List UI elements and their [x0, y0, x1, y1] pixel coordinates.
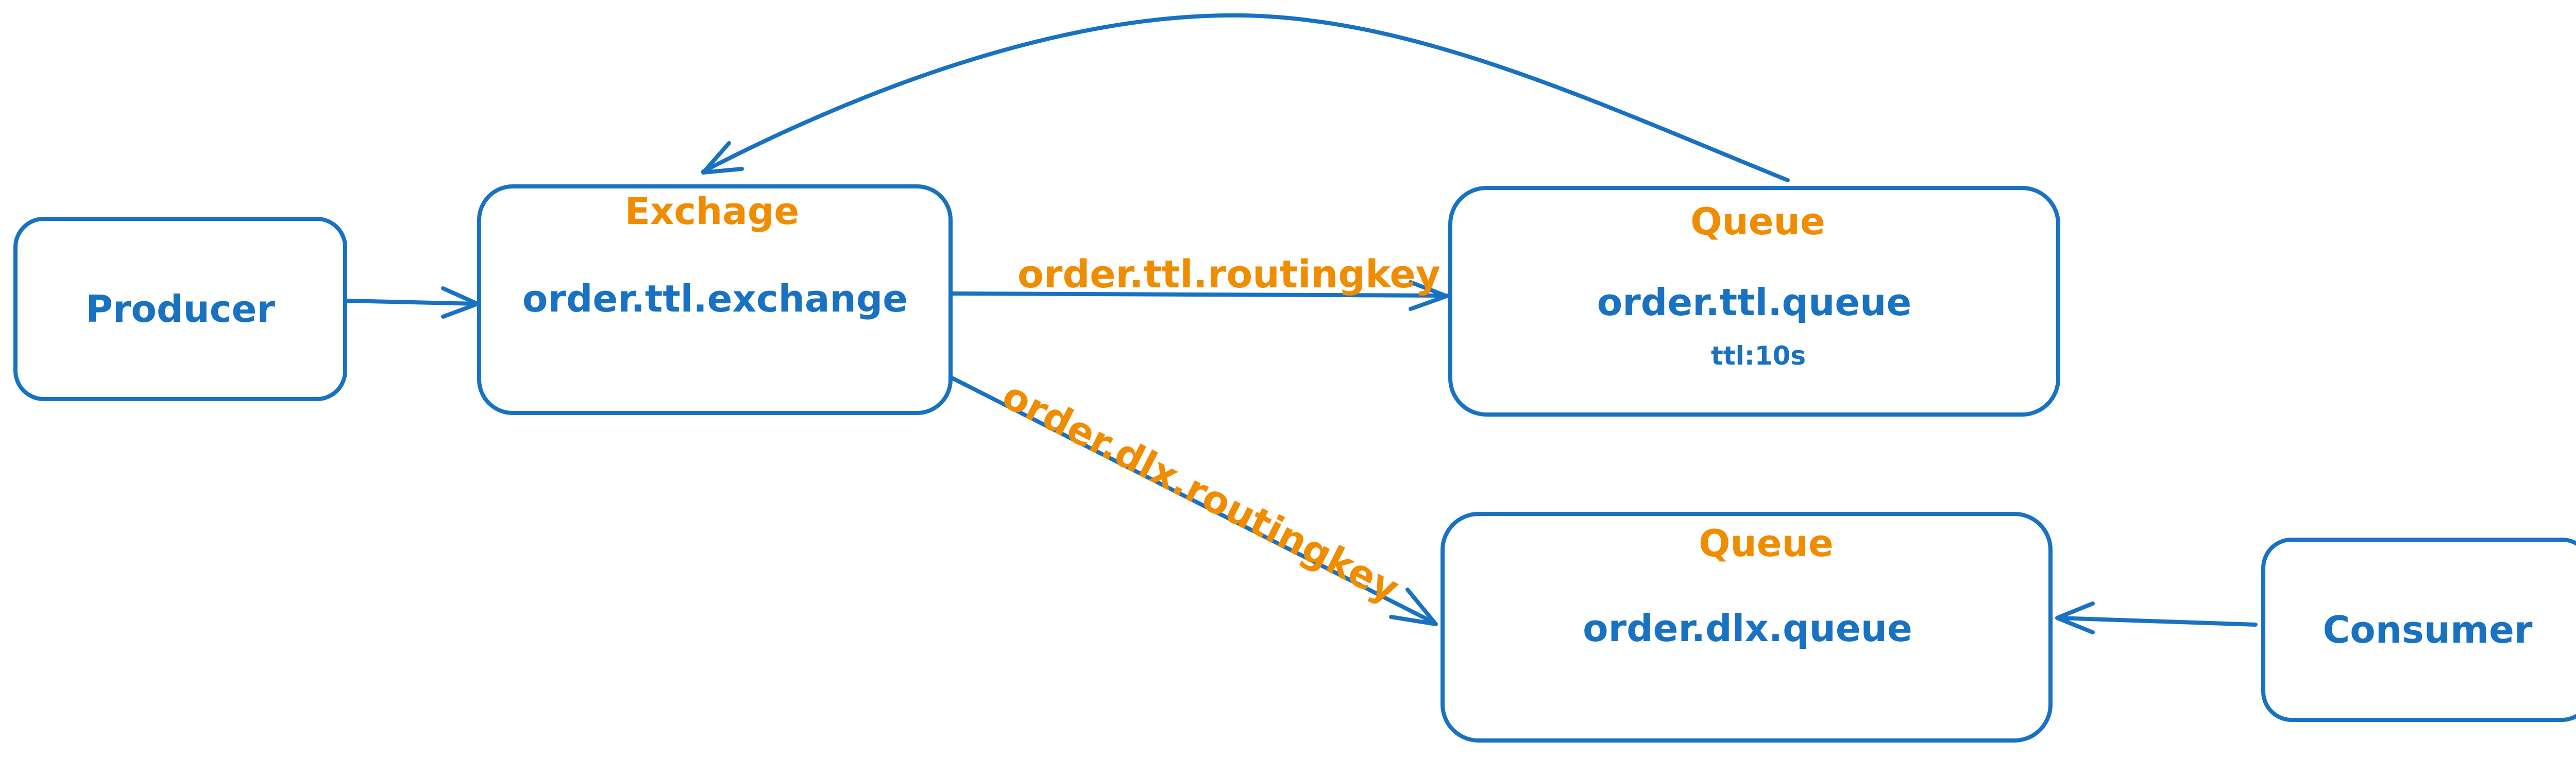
arrow-consumer-to-dlx-queue: [2055, 601, 2258, 634]
arrow-exchange-to-ttl-queue: [951, 280, 1449, 311]
exchange-node[interactable]: Exchage order.ttl.exchange: [477, 184, 953, 415]
exchange-name: order.ttl.exchange: [522, 277, 908, 320]
ttl-routingkey-label: order.ttl.routingkey: [1018, 252, 1440, 297]
ttl-queue-note: ttl:10s: [1711, 341, 1806, 371]
dlx-queue-box: [1440, 512, 2053, 743]
ttl-queue-box: [1448, 186, 2060, 417]
consumer-node[interactable]: Consumer: [2261, 538, 2576, 722]
producer-box: [13, 217, 347, 401]
dlx-routingkey-label: order.dlx.routingkey: [995, 373, 1406, 611]
dlx-queue-node[interactable]: Queue order.dlx.queue: [1440, 512, 2053, 743]
exchange-title: Exchage: [625, 190, 800, 233]
consumer-box: [2261, 538, 2576, 722]
exchange-box: [477, 184, 953, 415]
arrow-ttl-queue-to-exchange: [701, 13, 1790, 182]
ttl-queue-name: order.ttl.queue: [1597, 281, 1912, 324]
arrow-producer-to-exchange: [346, 286, 480, 319]
dlx-queue-title: Queue: [1699, 522, 1833, 565]
producer-label: Producer: [86, 287, 275, 331]
ttl-queue-title: Queue: [1690, 200, 1825, 243]
consumer-label: Consumer: [2323, 608, 2533, 651]
arrow-exchange-to-dlx-queue: [951, 376, 1438, 626]
ttl-queue-node[interactable]: Queue order.ttl.queue ttl:10s: [1448, 186, 2060, 417]
producer-node[interactable]: Producer: [13, 217, 347, 401]
dlx-queue-name: order.dlx.queue: [1583, 607, 1912, 650]
